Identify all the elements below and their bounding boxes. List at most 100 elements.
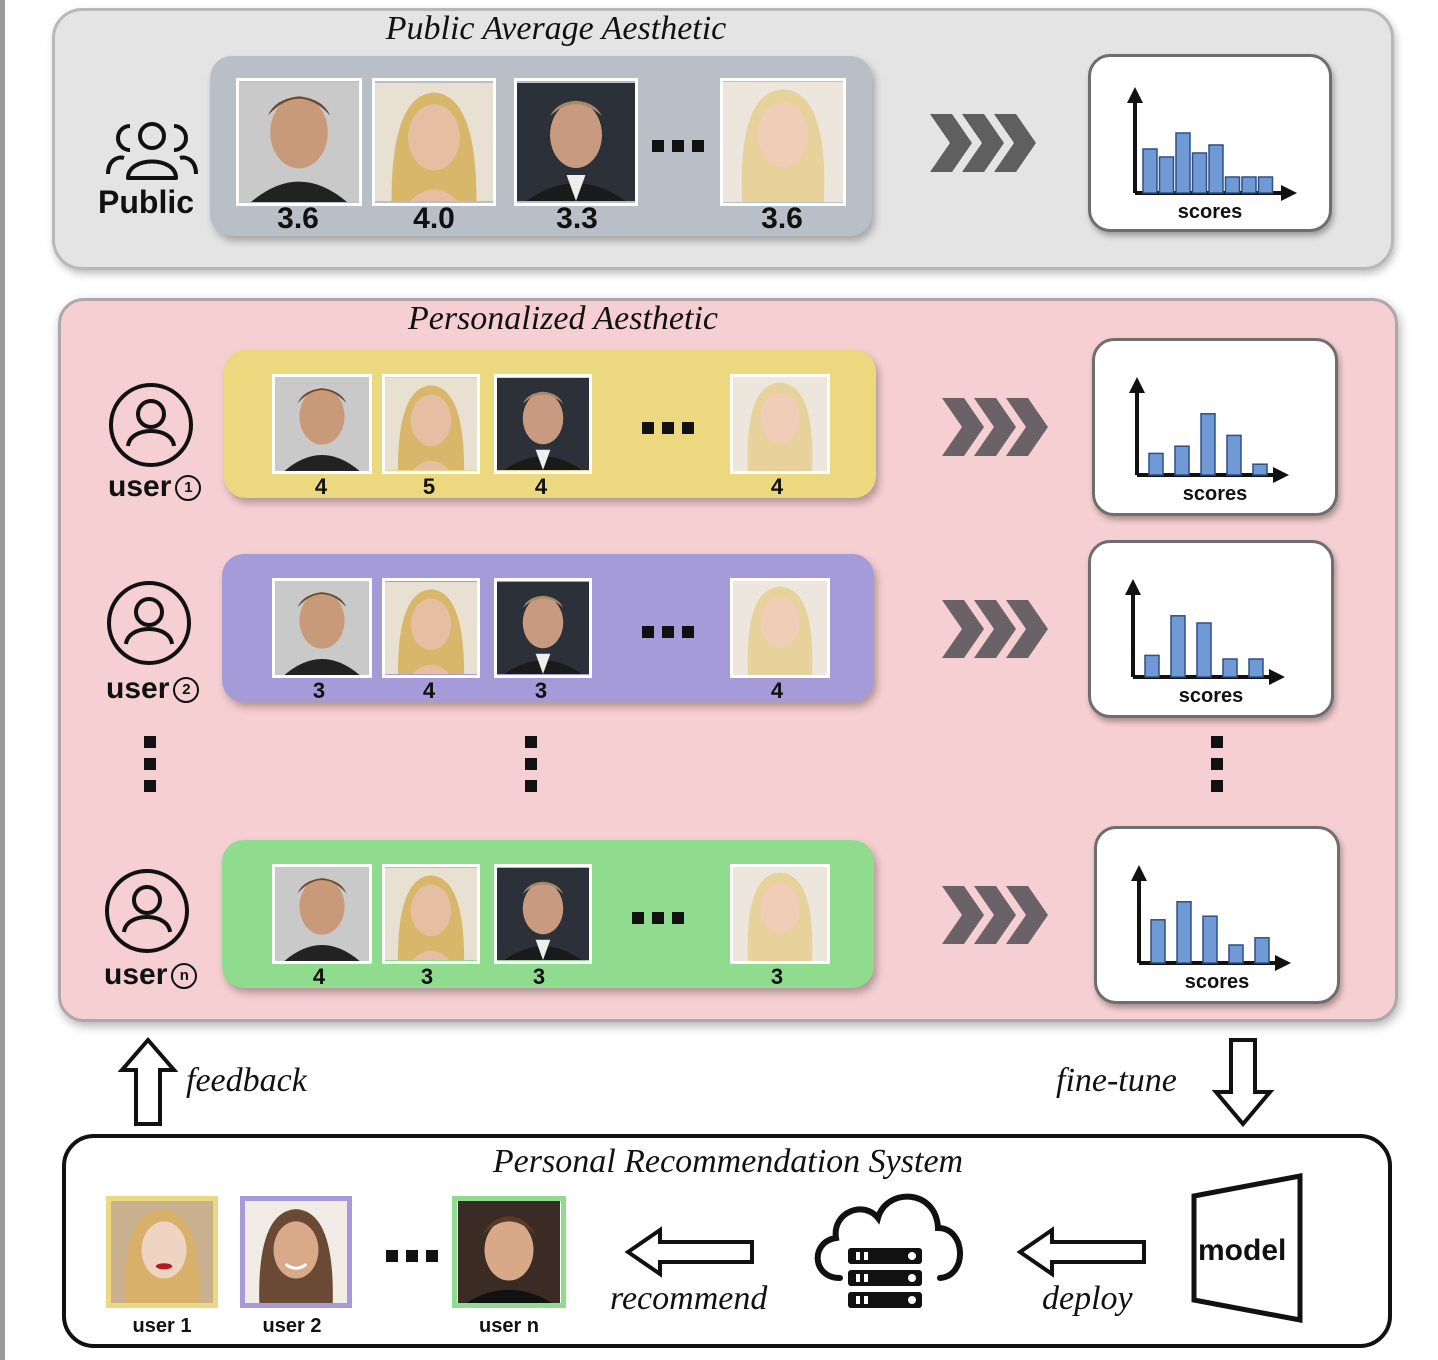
public-score-1: 3.6 xyxy=(277,202,319,235)
x-axis-arrowhead xyxy=(1269,669,1285,685)
user-n-score-1: 4 xyxy=(312,964,326,989)
public-score-4: 3.6 xyxy=(761,202,803,235)
user-1-label-text: user xyxy=(108,470,172,503)
user-2-histogram xyxy=(1125,579,1285,685)
feedback-label: feedback xyxy=(186,1062,307,1099)
histogram-bar xyxy=(1208,144,1224,194)
user-n-label-text: user xyxy=(104,958,168,991)
user-n-number-badge: n xyxy=(171,963,198,990)
model-label: model xyxy=(1198,1234,1287,1267)
face-photo-woman-2 xyxy=(720,78,846,206)
user-2-more-photos-dots xyxy=(642,626,694,638)
user-n-score-4: 3 xyxy=(770,964,784,989)
user-1-face-photo-woman-1 xyxy=(382,374,480,474)
histogram-bar xyxy=(1196,622,1212,678)
histogram-bar xyxy=(1224,176,1241,194)
user-n-face-photo-woman-1 xyxy=(382,864,480,964)
histogram-bar xyxy=(1174,445,1190,476)
cloud-server-icon xyxy=(814,1193,963,1308)
histogram-bar xyxy=(1148,452,1164,476)
user-1-score-1: 4 xyxy=(314,474,328,499)
face-photo-man-1 xyxy=(236,78,362,206)
user-1-more-photos-dots xyxy=(642,422,694,434)
face-photo-woman-1 xyxy=(372,78,496,206)
user-1-face-photo-man-2 xyxy=(494,374,592,474)
more-strips-dots xyxy=(525,736,537,792)
histogram-bar xyxy=(1254,937,1270,964)
finetune-label: fine-tune xyxy=(1056,1062,1177,1099)
x-axis-arrowhead xyxy=(1273,467,1289,483)
user-2-face-photo-man-2 xyxy=(494,578,592,678)
y-axis-arrowhead xyxy=(1129,377,1145,393)
chevron-arrow-icon xyxy=(930,114,1036,172)
histogram-bar xyxy=(1228,944,1244,964)
public-histogram-card: scores xyxy=(1088,54,1332,232)
user-n-chevron-arrow-icon xyxy=(942,886,1048,944)
user-n-histogram xyxy=(1131,865,1291,971)
user-n-histogram-label: scores xyxy=(1184,971,1250,993)
user-2-score-3: 3 xyxy=(534,678,548,703)
histogram-bar xyxy=(1191,152,1208,194)
recommend-left-arrow-icon xyxy=(624,1226,754,1278)
user-2-chevron-arrow-icon xyxy=(942,600,1048,658)
public-group-icon xyxy=(106,122,198,180)
finetune-down-arrow-icon xyxy=(1212,1038,1274,1128)
histogram-bar xyxy=(1200,413,1216,476)
user-2-score-4: 4 xyxy=(770,678,784,703)
histogram-bar xyxy=(1142,148,1158,194)
user-2-label: user 2 xyxy=(262,1315,322,1337)
user-n-face-photo-woman-2 xyxy=(730,864,830,964)
y-axis-arrowhead xyxy=(1125,579,1141,595)
y-axis-arrowhead xyxy=(1131,865,1147,881)
more-histograms-dots xyxy=(1211,736,1223,792)
user-1-histogram xyxy=(1129,377,1289,483)
public-score-2: 4.0 xyxy=(413,202,455,235)
user-1-label: user 1 xyxy=(132,1315,192,1337)
histogram-bar xyxy=(1257,176,1274,194)
face-photo-man-2 xyxy=(514,78,638,206)
user-2-histogram-card: scores xyxy=(1088,540,1334,718)
user-1-recommended-photo xyxy=(106,1196,218,1308)
histogram-bar xyxy=(1144,654,1160,678)
histogram-bar xyxy=(1158,156,1175,194)
user-2-face-photo-woman-2 xyxy=(730,578,830,678)
deploy-label: deploy xyxy=(1042,1280,1133,1317)
histogram-bar xyxy=(1252,463,1268,476)
feedback-up-arrow-icon xyxy=(118,1036,178,1126)
user-1-score-2: 5 xyxy=(422,474,436,499)
x-axis-arrowhead xyxy=(1275,955,1291,971)
public-title: Public Average Aesthetic xyxy=(385,10,727,47)
user-2-histogram-label: scores xyxy=(1178,685,1244,707)
user-n-recommended-photo xyxy=(452,1196,566,1308)
user-2-recommended-photo xyxy=(240,1196,352,1308)
user-n-label: user n xyxy=(478,1315,540,1337)
user-n-score-3: 3 xyxy=(532,964,546,989)
user-2-avatar-icon xyxy=(107,581,191,665)
histogram-bar xyxy=(1222,658,1238,678)
x-axis-arrowhead xyxy=(1281,185,1297,201)
user-2-face-photo-woman-1 xyxy=(382,578,480,678)
user-1-avatar-icon xyxy=(109,383,193,467)
user-n-face-photo-man-2 xyxy=(494,864,592,964)
recommend-label: recommend xyxy=(610,1280,768,1317)
more-photos-dots xyxy=(652,140,704,152)
more-recommended-dots xyxy=(386,1250,438,1262)
histogram-bar xyxy=(1150,919,1166,964)
user-1-chevron-arrow-icon xyxy=(942,398,1048,456)
histogram-bar xyxy=(1170,615,1186,678)
user-1-face-photo-woman-2 xyxy=(730,374,830,474)
histogram-bar xyxy=(1202,915,1218,964)
histogram-bar xyxy=(1176,901,1192,964)
user-1-score-4: 4 xyxy=(770,474,784,499)
histogram-bar xyxy=(1226,434,1242,476)
public-histogram-label: scores xyxy=(1177,201,1243,223)
user-2-score-2: 4 xyxy=(422,678,436,703)
model-trapezoid-icon xyxy=(1191,1172,1303,1324)
user-1-histogram-label: scores xyxy=(1182,483,1248,505)
user-2-label-text: user xyxy=(106,672,170,705)
y-axis-arrowhead xyxy=(1127,87,1143,103)
public-histogram xyxy=(1127,87,1297,201)
public-label: Public xyxy=(98,184,195,220)
